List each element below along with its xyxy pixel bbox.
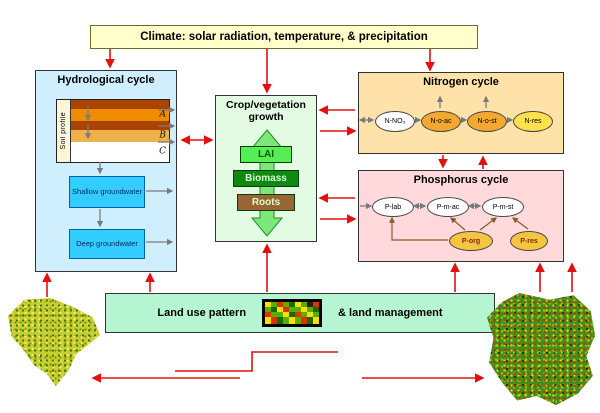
soil-layer-c: C — [71, 142, 169, 162]
n-pool-residue: N-res — [513, 111, 553, 132]
n-pool-org-stable: N-o-st — [467, 111, 507, 132]
nitrogen-cycle-box: Nitrogen cycle N-NO₃ N-o-ac N-o-st N-res — [358, 72, 564, 154]
soil-layer-c-label: C — [159, 146, 166, 157]
soil-layers: A B C — [71, 100, 169, 162]
soil-layer-a-label: A — [159, 109, 167, 120]
shallow-groundwater-box: Shallow groundwater — [69, 176, 145, 208]
land-management-label: & land management — [338, 307, 443, 319]
soil-profile: Soil profile A B C — [56, 99, 170, 163]
biomass-box: Biomass — [233, 170, 299, 187]
deep-groundwater-box: Deep groundwater — [69, 229, 145, 259]
roots-box: Roots — [237, 194, 295, 211]
hydrological-cycle-box: Hydrological cycle Soil profile A B C Sh… — [35, 70, 177, 272]
p-pool-labile: P-lab — [372, 197, 414, 217]
landuse-raster-icon — [262, 299, 323, 327]
soil-profile-label: Soil profile — [57, 100, 71, 162]
watershed-map-left — [8, 298, 100, 386]
n-pool-org-active: N-o-ac — [421, 111, 461, 132]
nitrogen-cycle-title: Nitrogen cycle — [423, 76, 499, 88]
soil-layer-a: A — [71, 109, 169, 121]
hydrological-cycle-title: Hydrological cycle — [57, 74, 155, 86]
land-use-box: Land use pattern & land management — [105, 293, 495, 333]
p-pool-residue: P-res — [510, 231, 548, 251]
climate-box: Climate: solar radiation, temperature, &… — [90, 25, 478, 49]
lai-box: LAI — [240, 146, 292, 163]
p-pool-organic: P-org — [449, 231, 493, 251]
land-use-pattern-label: Land use pattern — [157, 307, 247, 319]
phosphorus-cycle-box: Phosphorus cycle P-lab P-m-ac P-m-st P-o… — [358, 170, 564, 262]
phosphorus-cycle-title: Phosphorus cycle — [413, 174, 509, 186]
watershed-map-right — [487, 293, 595, 405]
soil-layer-b: B — [71, 130, 169, 142]
p-pool-mineral-active: P-m-ac — [427, 197, 469, 217]
soil-layer-top — [71, 100, 169, 109]
climate-label: Climate: solar radiation, temperature, &… — [140, 31, 428, 43]
p-pool-mineral-stable: P-m-st — [482, 197, 524, 217]
soil-layer-mid — [71, 121, 169, 130]
soil-layer-b-label: B — [159, 130, 166, 141]
crop-vegetation-title: Crop/vegetation growth — [226, 99, 306, 124]
crop-vegetation-box: Crop/vegetation growth LAI Biomass Roots — [215, 95, 317, 242]
n-pool-no3: N-NO₃ — [375, 111, 415, 132]
